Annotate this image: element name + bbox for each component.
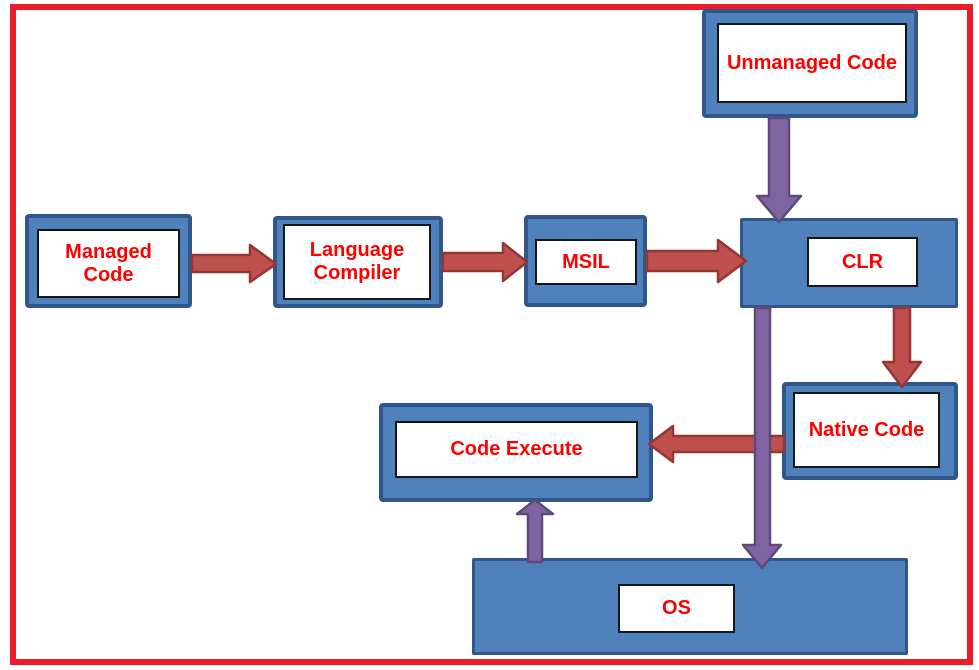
node-label: MSIL	[535, 239, 637, 285]
node-label: OS	[618, 584, 735, 633]
outer-border	[10, 4, 973, 665]
node-clr: CLR	[740, 218, 958, 308]
node-language-compiler: Language Compiler	[273, 216, 443, 308]
node-label: Code Execute	[395, 421, 638, 478]
node-code-execute: Code Execute	[379, 403, 653, 502]
node-msil: MSIL	[524, 215, 647, 307]
node-os: OS	[472, 558, 908, 655]
node-label: Language Compiler	[283, 224, 431, 300]
node-native-code: Native Code	[782, 382, 958, 480]
node-label: Managed Code	[37, 229, 180, 298]
node-label: CLR	[807, 237, 918, 287]
node-label: Native Code	[793, 392, 940, 468]
node-unmanaged-code: Unmanaged Code	[702, 9, 918, 118]
node-managed-code: Managed Code	[25, 214, 192, 308]
node-label: Unmanaged Code	[717, 23, 907, 103]
